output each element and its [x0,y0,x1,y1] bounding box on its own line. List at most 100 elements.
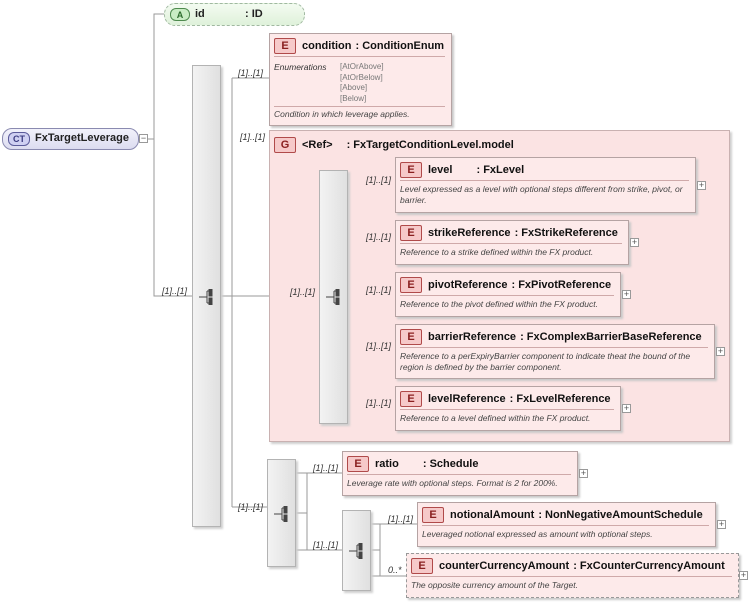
element-badge: E [274,38,296,54]
barrier-reference-multiplicity: [1]..[1] [366,341,392,351]
level-reference-description: Reference to a level defined within the … [400,413,591,423]
ratio-name: ratio [375,458,399,470]
attribute-id[interactable]: A id : ID [164,3,305,26]
condition-divider [274,106,445,107]
pivot-reference-name: pivotReference [428,279,508,291]
ratio-expand-toggle[interactable]: + [579,468,588,478]
condition-name: condition [302,40,352,52]
strike-reference-multiplicity: [1]..[1] [366,232,392,242]
enum-value: [Below] [340,93,367,103]
root-collapse-toggle[interactable]: − [139,133,148,143]
pivot-reference-type: : FxPivotReference [511,279,612,291]
sequence-icon [349,542,367,562]
attribute-name: id [195,8,205,20]
ratio-type: : Schedule [422,458,479,470]
enum-value: [Above] [340,83,368,92]
group-badge: G [274,137,296,153]
notional-amount-type: : NonNegativeAmountSchedule [538,509,703,521]
condition-multiplicity: [1]..[1] [238,68,264,78]
notional-amount-multiplicity: [1]..[1] [388,514,414,524]
level-reference-type: : FxLevelReference [509,393,611,405]
lower-sequence[interactable] [267,459,296,567]
counter-currency-amount-name: counterCurrencyAmount [439,560,570,572]
main-seq-multiplicity: [1]..[1] [162,286,188,296]
complex-type-badge: CT [8,132,30,146]
inner-sequence[interactable] [319,170,348,424]
attribute-badge: A [170,8,190,21]
sequence-icon [326,288,344,308]
notional-amount-expand-toggle[interactable]: + [717,519,726,529]
sequence-icon [274,505,292,525]
level-reference-multiplicity: [1]..[1] [366,398,392,408]
element-badge: E [422,507,444,523]
group-multiplicity: [1]..[1] [240,132,266,142]
level-name: level [428,164,453,176]
notional-amount-name: notionalAmount [450,509,535,521]
level-expand-toggle[interactable]: + [697,180,706,190]
main-sequence[interactable] [192,65,221,527]
element-badge: E [400,225,422,241]
lower-seq-multiplicity: [1]..[1] [238,502,264,512]
element-badge: E [347,456,369,472]
level-reference-expand-toggle[interactable]: + [622,403,631,413]
enumerations-label: Enumerations [274,62,327,72]
counter-currency-amount-multiplicity: 0..* [388,565,402,575]
barrier-reference-description: Reference to a perExpiryBarrier componen… [400,351,691,372]
strike-reference-name: strikeReference [428,227,511,239]
element-badge: E [400,329,422,345]
enum-value: [AtOrAbove] [340,62,384,71]
element-badge: E [411,558,433,574]
strike-reference-type: : FxStrikeReference [514,227,618,239]
strike-reference-description: Reference to a strike defined within the… [400,247,594,257]
nested-sequence[interactable] [342,510,371,591]
enumerations-list: [AtOrAbove] [AtOrBelow] [Above] [Below] [340,62,384,104]
level-type: : FxLevel [476,164,525,176]
condition-description: Condition in which leverage applies. [274,109,410,119]
level-multiplicity: [1]..[1] [366,175,392,185]
element-badge: E [400,391,422,407]
enum-value: [AtOrBelow] [340,72,383,82]
element-badge: E [400,162,422,178]
ratio-description: Leverage rate with optional steps. Forma… [347,478,558,488]
counter-currency-amount-type: : FxCounterCurrencyAmount [573,560,725,572]
pivot-reference-multiplicity: [1]..[1] [366,285,392,295]
root-complex-type[interactable]: CT FxTargetLeverage [2,128,139,150]
inner-seq-multiplicity: [1]..[1] [290,287,316,297]
group-header: G <Ref> : FxTargetConditionLevel.model [274,137,723,155]
barrier-reference-type: : FxComplexBarrierBaseReference [520,331,702,343]
element-badge: E [400,277,422,293]
barrier-reference-name: barrierReference [428,331,517,343]
root-type-name: FxTargetLeverage [35,132,129,144]
strike-reference-expand-toggle[interactable]: + [630,237,639,247]
pivot-reference-description: Reference to the pivot defined within th… [400,299,598,309]
counter-currency-amount-expand-toggle[interactable]: + [739,570,748,580]
group-name: : FxTargetConditionLevel.model [346,139,514,151]
group-ref: <Ref> [302,139,333,151]
pivot-reference-expand-toggle[interactable]: + [622,289,631,299]
condition-type: : ConditionEnum [355,40,445,52]
attribute-type: : ID [245,8,263,20]
level-description: Level expressed as a level with optional… [400,184,683,205]
barrier-reference-expand-toggle[interactable]: + [716,346,725,356]
ratio-multiplicity: [1]..[1] [313,463,339,473]
counter-currency-amount-description: The opposite currency amount of the Targ… [411,580,578,590]
nested-seq-multiplicity: [1]..[1] [313,540,339,550]
